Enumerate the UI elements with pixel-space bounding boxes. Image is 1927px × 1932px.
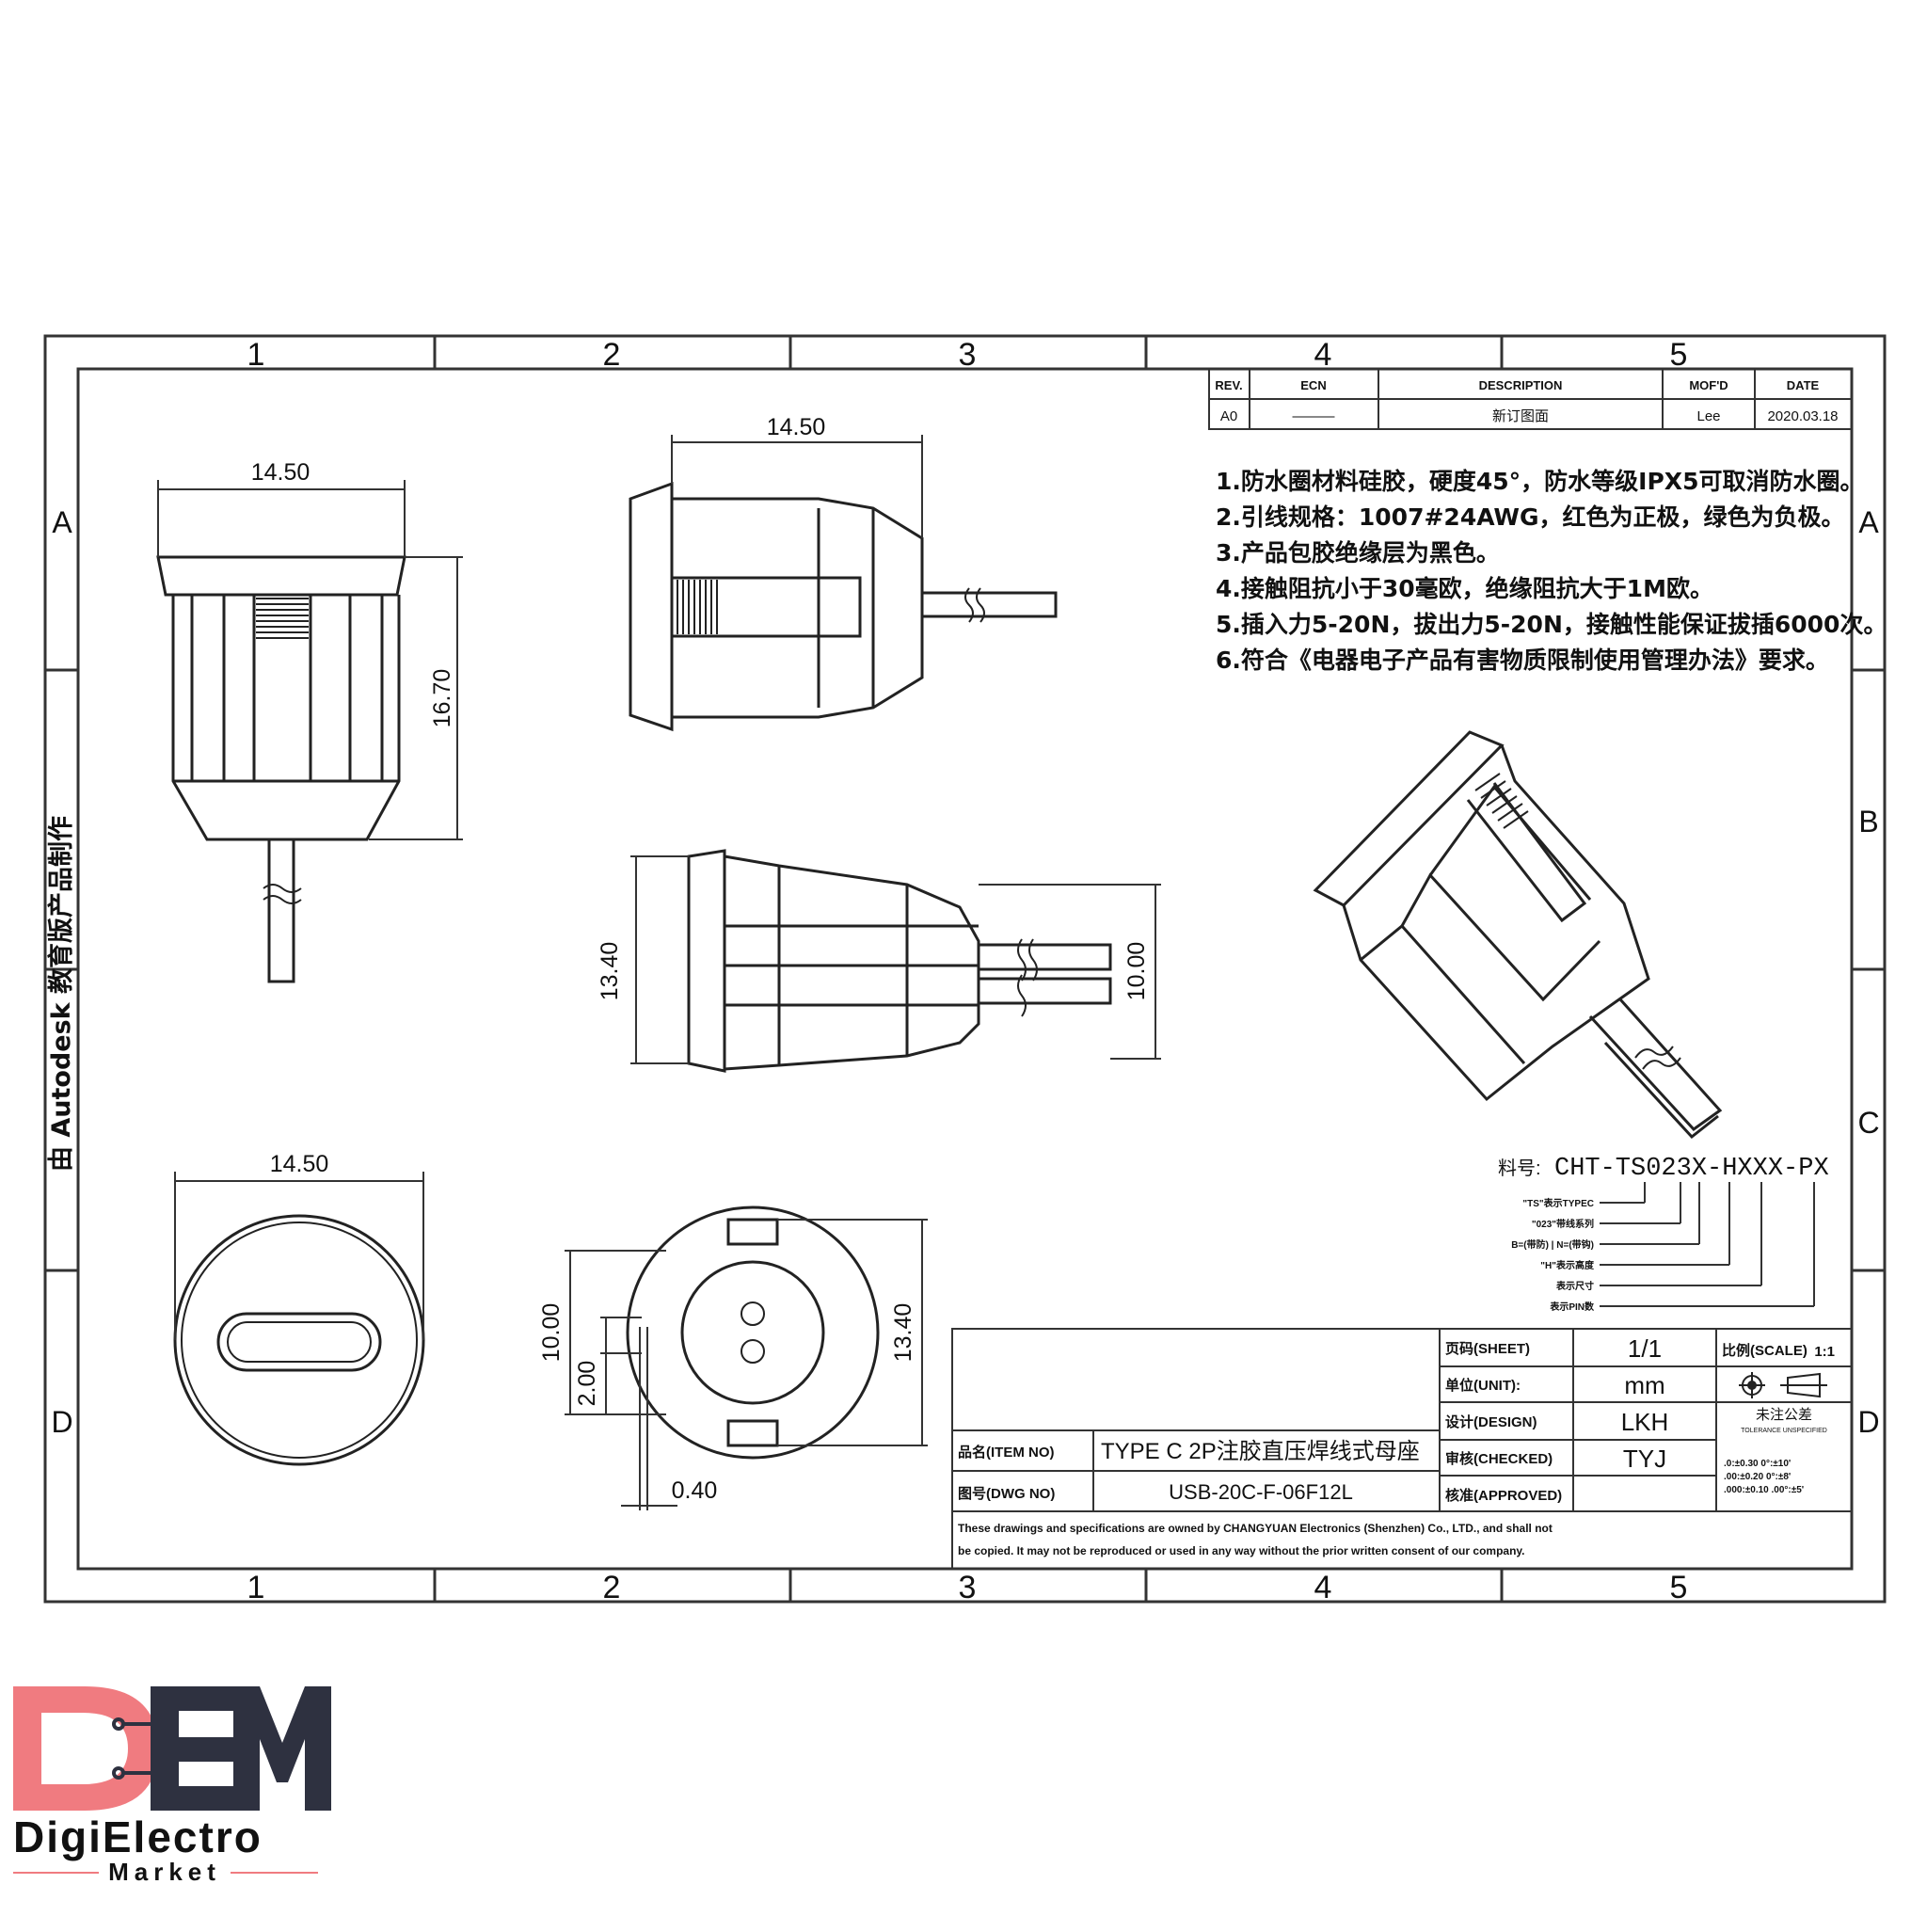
rev-cell-mofd: Lee [1696, 408, 1720, 424]
dim-front-width: 14.50 [251, 459, 311, 486]
top-view [687, 849, 1112, 1073]
rev-header-date: DATE [1787, 378, 1820, 392]
row-label-right-A: A [1858, 505, 1879, 539]
note-5: 5.插入力5-20N，拔出力5-20N，接触性能保证拔插6000次。 [1216, 611, 1887, 638]
dim-top-height: 13.40 [597, 942, 623, 1001]
logo-brand-text: DigiElectro [13, 1812, 263, 1861]
scale-value: 1:1 [1814, 1344, 1835, 1360]
port-face-view [173, 1214, 425, 1466]
unit-value: mm [1624, 1371, 1664, 1399]
col-label-top-2: 2 [603, 337, 621, 373]
copyright-line-2: be copied. It may not be reproduced or u… [958, 1544, 1525, 1557]
revision-table: REV. ECN DESCRIPTION MOF'D DATE A0 ——— 新… [1208, 368, 1853, 430]
rev-cell-date: 2020.03.18 [1767, 408, 1838, 424]
dwg-label: 图号(DWG NO) [958, 1486, 1055, 1502]
design-label: 设计(DESIGN) [1445, 1413, 1537, 1430]
part-number-legend: 料号: CHT-TS023X-HXXX-PX "TS"表示TYPEC "023"… [1498, 1155, 1829, 1313]
item-label: 品名(ITEM NO) [958, 1444, 1055, 1461]
dim-rear-2: 2.00 [574, 1361, 600, 1407]
checked-label: 审核(CHECKED) [1445, 1450, 1553, 1467]
front-view [156, 555, 406, 983]
notes-list: 1.防水圈材料硅胶，硬度45°，防水等级IPX5可取消防水圈。 2.引线规格：1… [1216, 468, 1887, 674]
rear-view-dimensions [565, 1219, 928, 1510]
title-block: 页码(SHEET) 单位(UNIT): 设计(DESIGN) 审核(CHECKE… [951, 1328, 1853, 1570]
col-label-bottom-4: 4 [1314, 1570, 1332, 1605]
note-3: 3.产品包胶绝缘层为黑色。 [1216, 539, 1500, 567]
col-label-top-1: 1 [247, 337, 265, 373]
copyright-line-1: These drawings and specifications are ow… [958, 1522, 1553, 1535]
design-value: LKH [1621, 1408, 1669, 1436]
rev-header-rev: REV. [1215, 378, 1242, 392]
tolerance-title: 未注公差 [1756, 1407, 1812, 1423]
dim-rear-040: 0.40 [672, 1477, 718, 1504]
legend-size: 表示尺寸 [1555, 1280, 1594, 1292]
tolerance-sub: TOLERANCE UNSPECIFIED [1741, 1428, 1827, 1434]
logo-sub-text: Market [108, 1858, 221, 1886]
digielectro-logo: DigiElectro Market [13, 1686, 331, 1886]
rev-cell-ecn: ——— [1293, 408, 1335, 424]
part-number-code: CHT-TS023X-HXXX-PX [1554, 1155, 1829, 1183]
checked-value: TYJ [1623, 1445, 1666, 1473]
projection-symbol-icon [1739, 1372, 1827, 1398]
dim-top-wire: 10.00 [1123, 942, 1150, 1001]
tolerance-line-3: .000:±0.10 .00°:±5' [1724, 1485, 1804, 1495]
sheet-label: 页码(SHEET) [1445, 1341, 1530, 1357]
row-label-left-A: A [52, 505, 72, 539]
dim-front-height: 16.70 [429, 669, 455, 728]
tolerance-line-1: .0:±0.30 0°:±10' [1724, 1459, 1791, 1469]
row-label-right-D: D [1857, 1405, 1879, 1439]
dim-side-width: 14.50 [767, 414, 826, 440]
rev-header-description: DESCRIPTION [1479, 378, 1563, 392]
dwg-value: USB-20C-F-06F12L [1169, 1480, 1353, 1504]
front-view-dimensions [157, 480, 463, 840]
col-label-top-4: 4 [1314, 337, 1332, 373]
note-1: 1.防水圈材料硅胶，硬度45°，防水等级IPX5可取消防水圈。 [1216, 468, 1863, 495]
col-label-bottom-2: 2 [603, 1570, 621, 1605]
legend-bn: B=(带防) | N=(带钩) [1511, 1238, 1594, 1251]
approved-label: 核准(APPROVED) [1445, 1487, 1562, 1504]
col-label-top-5: 5 [1670, 337, 1688, 373]
row-label-right-B: B [1858, 805, 1878, 838]
side-view [629, 481, 1058, 732]
col-label-top-3: 3 [959, 337, 977, 373]
col-label-bottom-3: 3 [959, 1570, 977, 1605]
col-label-bottom-1: 1 [247, 1570, 265, 1605]
part-number-label: 料号: [1498, 1158, 1541, 1179]
row-label-left-D: D [51, 1405, 72, 1439]
top-view-dimensions [630, 855, 1161, 1064]
dem-logo-icon [13, 1686, 331, 1811]
rev-header-mofd: MOF'D [1689, 378, 1728, 392]
column-labels: 1 2 3 4 5 1 2 3 4 5 [247, 337, 1688, 1605]
note-4: 4.接触阻抗小于30毫欧，绝缘阻抗大于1M欧。 [1216, 575, 1713, 602]
side-view-dimensions [671, 435, 923, 538]
legend-023: "023"带线系列 [1532, 1218, 1594, 1230]
dim-circle-dia: 14.50 [270, 1151, 329, 1177]
col-label-bottom-5: 5 [1670, 1570, 1688, 1605]
row-labels: A D A B C D [51, 505, 1879, 1439]
sheet-value: 1/1 [1628, 1334, 1662, 1363]
rev-header-ecn: ECN [1300, 378, 1326, 392]
item-value: TYPE C 2P注胶直压焊线式母座 [1101, 1439, 1420, 1464]
autodesk-watermark: 由 Autodesk 教育版产品制作 [46, 816, 76, 1172]
note-2: 2.引线规格：1007#24AWG，红色为正极，绿色为负极。 [1216, 503, 1845, 531]
port-face-dimensions [174, 1172, 424, 1340]
dim-rear-13: 13.40 [890, 1303, 916, 1363]
legend-height: "H"表示高度 [1540, 1259, 1595, 1271]
unit-label: 单位(UNIT): [1445, 1377, 1521, 1394]
rear-view [626, 1206, 880, 1460]
rev-cell-description: 新订图面 [1492, 408, 1549, 424]
rev-cell-rev: A0 [1220, 408, 1237, 424]
dim-rear-10: 10.00 [538, 1303, 565, 1363]
scale-label: 比例(SCALE) [1722, 1342, 1808, 1359]
row-label-right-C: C [1857, 1106, 1879, 1140]
isometric-view [1313, 730, 1723, 1140]
legend-pin: 表示PIN数 [1549, 1301, 1595, 1313]
tolerance-line-2: .00:±0.20 0°:±8' [1724, 1472, 1791, 1482]
note-6: 6.符合《电器电子产品有害物质限制使用管理办法》要求。 [1216, 647, 1829, 674]
legend-ts: "TS"表示TYPEC [1522, 1197, 1594, 1209]
